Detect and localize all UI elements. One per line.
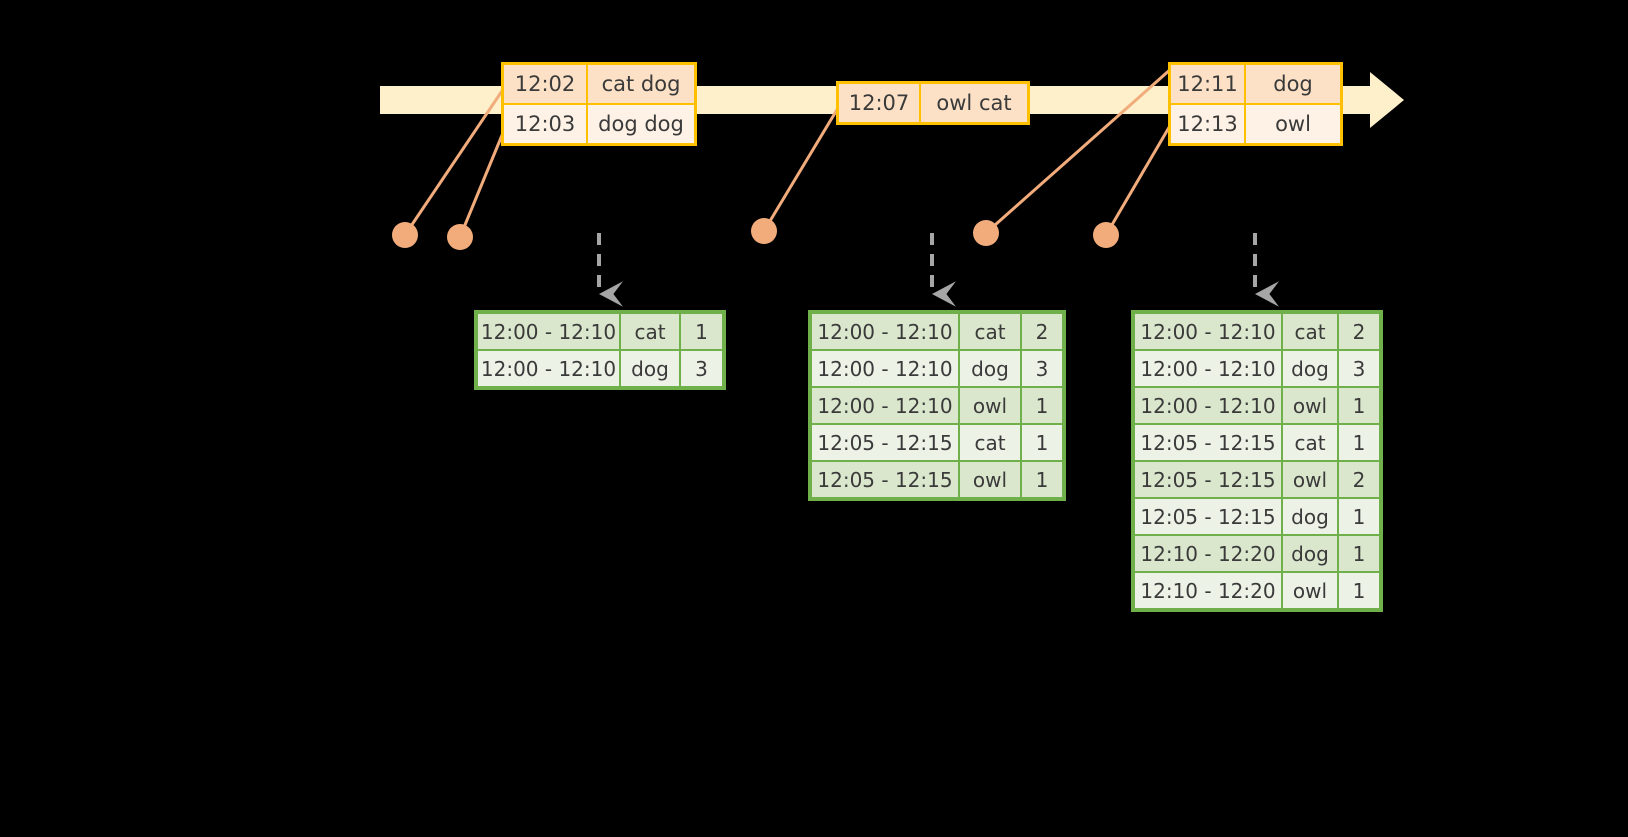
key-cell: owl bbox=[959, 387, 1021, 424]
window-cell: 12:00 - 12:10 bbox=[1134, 350, 1282, 387]
count-cell: 1 bbox=[1021, 387, 1063, 424]
key-cell: owl bbox=[1282, 461, 1338, 498]
event-time: 12:11 bbox=[1171, 65, 1246, 103]
count-cell: 1 bbox=[1021, 461, 1063, 498]
count-cell: 3 bbox=[1338, 350, 1380, 387]
key-cell: dog bbox=[620, 350, 680, 387]
window-cell: 12:00 - 12:10 bbox=[1134, 387, 1282, 424]
window-cell: 12:05 - 12:15 bbox=[1134, 498, 1282, 535]
count-cell: 1 bbox=[1338, 572, 1380, 609]
event-dot-2 bbox=[447, 224, 473, 250]
timeline-arrowhead-icon bbox=[1370, 72, 1404, 128]
count-cell: 2 bbox=[1338, 461, 1380, 498]
window-cell: 12:05 - 12:15 bbox=[811, 461, 959, 498]
count-cell: 1 bbox=[1021, 424, 1063, 461]
event-value: cat dog bbox=[588, 65, 694, 103]
key-cell: dog bbox=[959, 350, 1021, 387]
window-cell: 12:05 - 12:15 bbox=[1134, 424, 1282, 461]
window-cell: 12:00 - 12:10 bbox=[1134, 313, 1282, 350]
count-cell: 1 bbox=[1338, 498, 1380, 535]
event-dot-4 bbox=[973, 220, 999, 246]
window-cell: 12:00 - 12:10 bbox=[811, 313, 959, 350]
window-cell: 12:05 - 12:15 bbox=[811, 424, 959, 461]
count-cell: 1 bbox=[1338, 387, 1380, 424]
count-cell: 2 bbox=[1021, 313, 1063, 350]
count-cell: 1 bbox=[680, 313, 723, 350]
window-cell: 12:00 - 12:10 bbox=[477, 350, 620, 387]
key-cell: owl bbox=[1282, 572, 1338, 609]
window-cell: 12:00 - 12:10 bbox=[477, 313, 620, 350]
event-time: 12:07 bbox=[839, 84, 921, 122]
key-cell: cat bbox=[1282, 313, 1338, 350]
key-cell: cat bbox=[959, 424, 1021, 461]
event-dot-5 bbox=[1093, 222, 1119, 248]
window-cell: 12:10 - 12:20 bbox=[1134, 572, 1282, 609]
event-time: 12:13 bbox=[1171, 105, 1246, 143]
event-dot-1 bbox=[392, 222, 418, 248]
key-cell: owl bbox=[1282, 387, 1338, 424]
window-cell: 12:05 - 12:15 bbox=[1134, 461, 1282, 498]
connector-3 bbox=[762, 107, 840, 232]
key-cell: cat bbox=[620, 313, 680, 350]
key-cell: dog bbox=[1282, 350, 1338, 387]
key-cell: owl bbox=[959, 461, 1021, 498]
count-cell: 1 bbox=[1338, 535, 1380, 572]
count-cell: 2 bbox=[1338, 313, 1380, 350]
event-value: dog bbox=[1246, 65, 1340, 103]
connector-5 bbox=[1104, 123, 1173, 236]
count-cell: 1 bbox=[1338, 424, 1380, 461]
count-cell: 3 bbox=[680, 350, 723, 387]
window-cell: 12:00 - 12:10 bbox=[811, 350, 959, 387]
event-value: owl cat bbox=[921, 84, 1027, 122]
key-cell: cat bbox=[959, 313, 1021, 350]
event-dot-3 bbox=[751, 218, 777, 244]
event-time: 12:03 bbox=[504, 105, 588, 143]
window-cell: 12:10 - 12:20 bbox=[1134, 535, 1282, 572]
key-cell: dog bbox=[1282, 498, 1338, 535]
connector-2 bbox=[458, 127, 507, 238]
key-cell: cat bbox=[1282, 424, 1338, 461]
count-cell: 3 bbox=[1021, 350, 1063, 387]
event-time: 12:02 bbox=[504, 65, 588, 103]
event-value: dog dog bbox=[588, 105, 694, 143]
window-cell: 12:00 - 12:10 bbox=[811, 387, 959, 424]
key-cell: dog bbox=[1282, 535, 1338, 572]
event-value: owl bbox=[1246, 105, 1340, 143]
